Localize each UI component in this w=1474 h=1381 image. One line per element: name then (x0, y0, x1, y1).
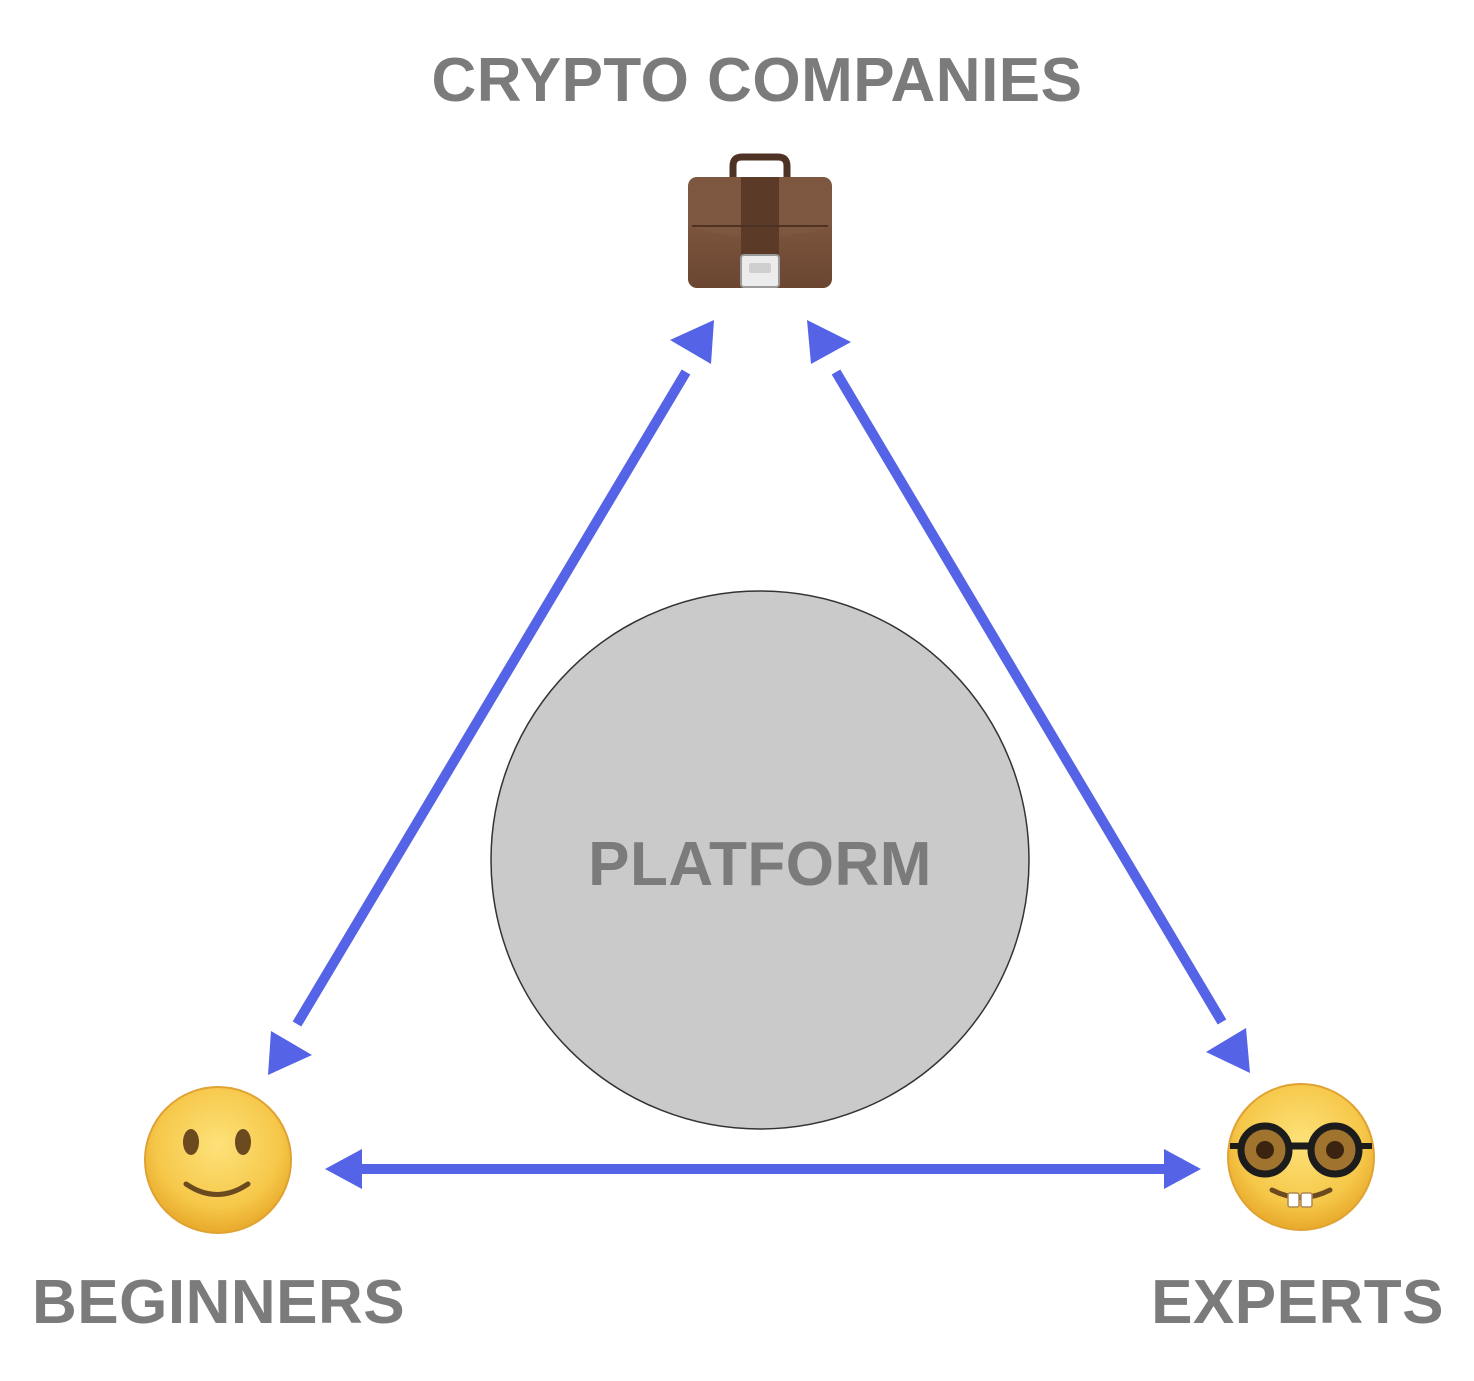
arrow-top-left (268, 320, 714, 1075)
platform-circle (490, 590, 1030, 1130)
node-label-beginners: BEGINNERS (32, 1268, 406, 1337)
smiling-face-icon (144, 1086, 292, 1234)
arrow-left-right (325, 1149, 1201, 1189)
node-label-experts: EXPERTS (1151, 1268, 1444, 1337)
node-label-crypto-companies: CRYPTO COMPANIES (431, 46, 1083, 115)
arrow-top-right (807, 320, 1250, 1073)
center-label-platform: PLATFORM (588, 830, 932, 899)
briefcase-icon (688, 153, 832, 288)
nerd-face-icon (1227, 1083, 1375, 1231)
